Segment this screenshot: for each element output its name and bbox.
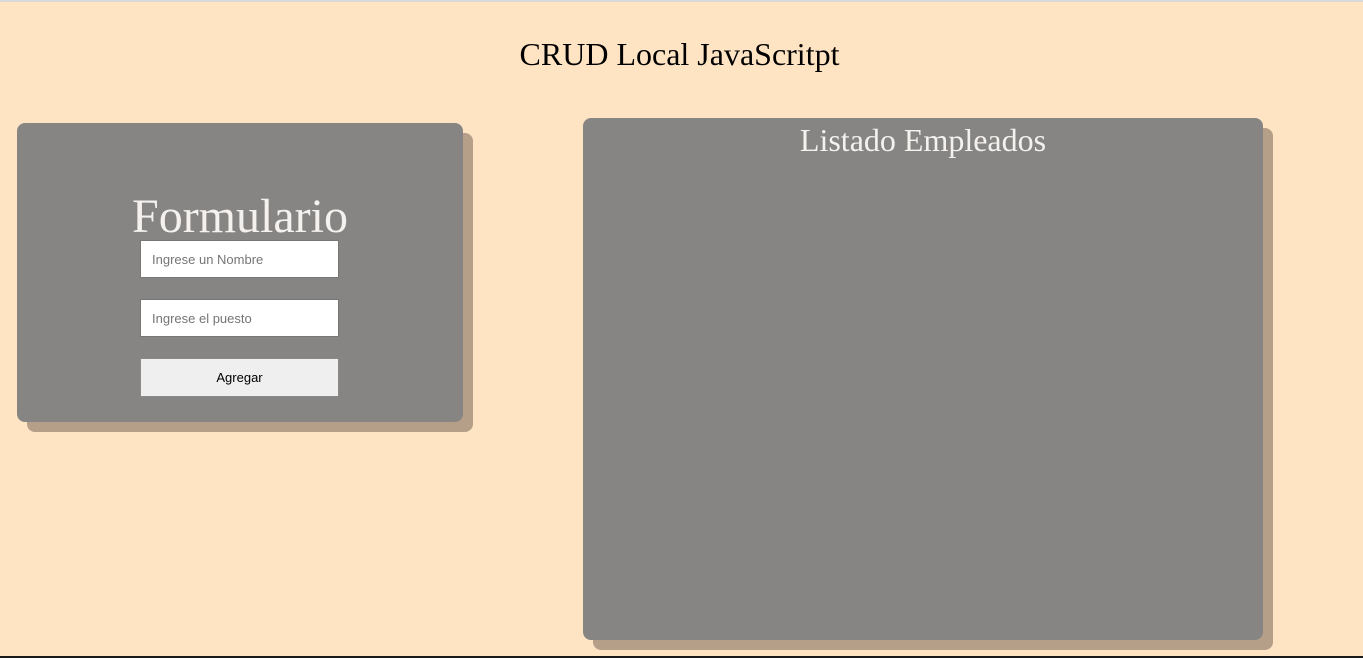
name-input[interactable]	[140, 240, 339, 278]
employee-list	[603, 168, 1243, 618]
list-title: Listado Empleados	[799, 122, 1047, 158]
form-panel: Formulario Agregar	[17, 123, 463, 422]
position-input[interactable]	[140, 299, 339, 337]
employee-list-panel: Listado Empleados	[583, 118, 1263, 640]
page-title: CRUD Local JavaScritpt	[519, 36, 840, 72]
window-top-border	[0, 0, 1363, 2]
window-bottom-border	[0, 656, 1363, 658]
form-title: Formulario	[132, 190, 348, 243]
add-button[interactable]: Agregar	[140, 358, 339, 397]
